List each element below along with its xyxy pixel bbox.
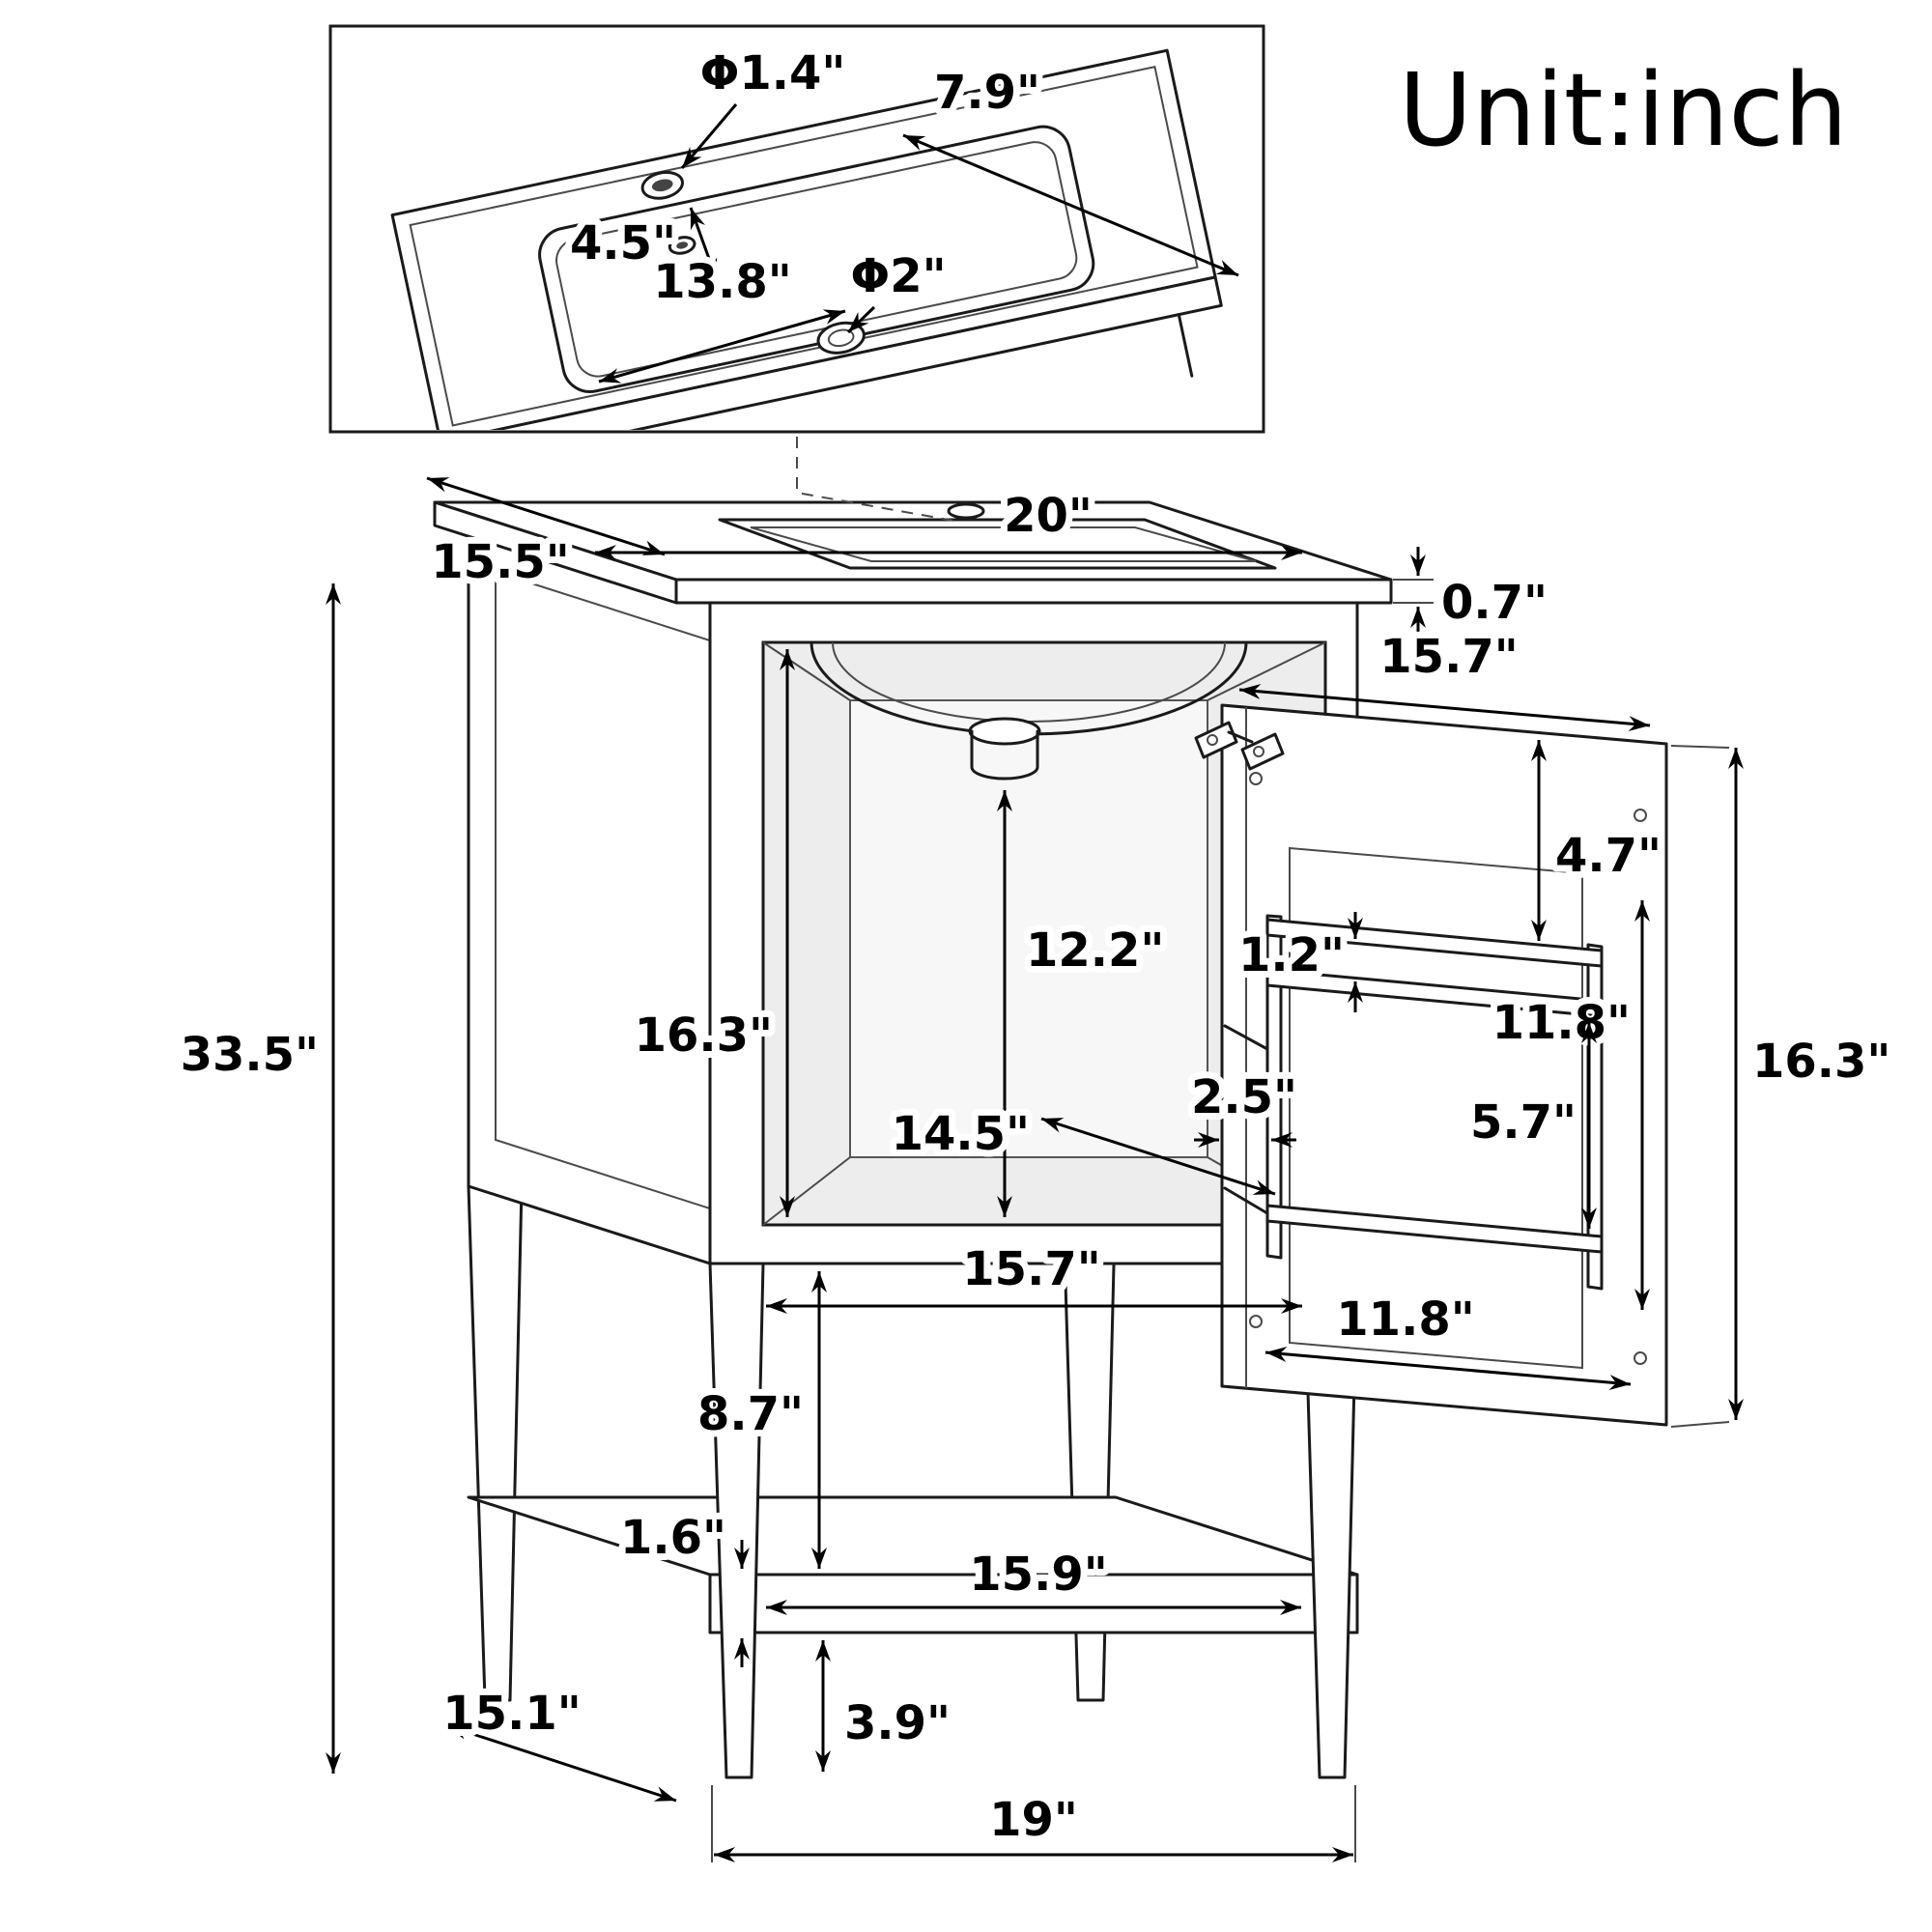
dim-label-base-depth: 15.1": [442, 1687, 581, 1741]
inset-faucet-hole-center: [651, 179, 673, 192]
shelf-top-face: [467, 1495, 1359, 1577]
arrow-basin-width: [598, 309, 846, 384]
dim-label-basin-width: 13.8": [653, 255, 791, 309]
dim-label-door-inner-height: 11.8": [1492, 996, 1631, 1050]
arrow-drain-diameter: [846, 305, 876, 334]
dim-label-basin-back-width: 7.9": [934, 66, 1040, 120]
interior-back-panel: [849, 699, 1208, 1158]
dim-label-door-top-section: 4.7": [1555, 829, 1662, 883]
dim-label-interior-depth: 14.5": [892, 1107, 1030, 1161]
dim-label-opening-width: 15.7": [962, 1242, 1100, 1296]
dim-label-top-thickness: 0.7": [1441, 576, 1548, 630]
dim-label-top-depth: 15.5": [431, 535, 569, 589]
screw-icon: [1249, 772, 1263, 785]
dim-label-drain-diameter: Φ2": [850, 249, 946, 303]
unit-caption: Unit:inch: [1399, 51, 1848, 169]
screw-icon: [1634, 809, 1647, 822]
front-left-leg: [708, 1262, 765, 1779]
dim-label-faucet-offset: 4.5": [570, 216, 676, 270]
arrow-faucet-offset: [689, 207, 719, 281]
dim-label-door-width-top: 15.7": [1379, 630, 1518, 684]
dim-label-door-lower-section: 5.7": [1470, 1095, 1577, 1150]
dim-label-faucet-diameter: Φ1.4": [700, 46, 846, 100]
screw-icon: [1634, 1351, 1647, 1365]
detail-callout-line: [796, 437, 960, 523]
dim-label-sink-clearance: 12.2": [1026, 923, 1164, 978]
dimension-annotations: 15.5" 20" 0.7" 33.5" 15.7" 16.3" 12.2" 1…: [174, 476, 1897, 1862]
screw-icon: [1249, 1315, 1263, 1328]
bottom-shelf: [467, 1495, 1359, 1634]
dim-label-door-bottom-width: 11.8": [1336, 1293, 1474, 1347]
dim-label-top-width: 20": [1004, 489, 1093, 543]
rack-support: [1223, 1024, 1269, 1051]
dim-label-towel-bar-gap: 1.2": [1238, 928, 1345, 982]
faucet-hole: [947, 502, 985, 520]
inset-detail-box: Φ1.4" 7.9" 4.5" 13.8" Φ2": [328, 24, 1265, 434]
dim-label-base-width: 19": [989, 1793, 1078, 1847]
dim-label-rack-depth: 2.5": [1191, 1070, 1297, 1124]
dim-label-door-height: 16.3": [1752, 1035, 1890, 1089]
rack-bar-bottom: [1265, 1204, 1604, 1254]
countertop-front-edge: [674, 578, 1393, 605]
dim-label-interior-height: 16.3": [635, 1009, 773, 1063]
dim-label-bottom-shelf-width: 15.9": [969, 1548, 1107, 1602]
hinge-icon: [1194, 721, 1285, 771]
arrow-faucet-diameter: [680, 103, 738, 169]
rear-left-leg: [467, 1184, 524, 1702]
dim-label-total-height: 33.5": [181, 1028, 319, 1082]
dim-label-leg-height: 3.9": [844, 1696, 951, 1750]
cabinet-side-panel: [467, 524, 712, 1265]
drain-fitting: [968, 717, 1041, 746]
dim-label-shelf-thickness: 1.6": [620, 1511, 726, 1565]
inset-faucet-hole: [640, 170, 685, 200]
arrow-basin-back-width: [902, 133, 1239, 277]
dim-label-open-shelf-height: 8.7": [697, 1387, 804, 1441]
